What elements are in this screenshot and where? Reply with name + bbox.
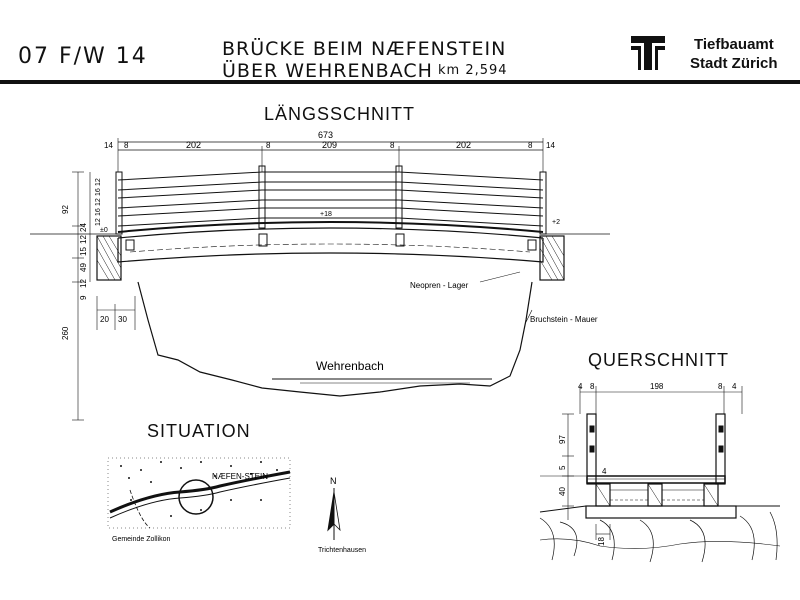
- end-value-right: 14: [546, 141, 555, 150]
- post-value-3: 8: [390, 141, 395, 150]
- querschnitt-dimensions: 4 8 198 8 4 97 5 40 4 18: [558, 382, 737, 546]
- quer-dim-198: 198: [650, 382, 664, 391]
- post-value-2: 8: [266, 141, 271, 150]
- section-title-situation: SITUATION: [147, 421, 251, 441]
- left-dimensions: 92 24 12 15 49 12 9 260: [61, 205, 88, 340]
- village-label: Trichtenhausen: [318, 547, 366, 554]
- total-span-value: 673: [318, 130, 333, 140]
- wall-label: Bruchstein - Mauer: [530, 315, 598, 324]
- bottom-dim-30: 30: [118, 315, 127, 324]
- quer-dim-97: 97: [558, 435, 567, 444]
- bottom-dim-20: 20: [100, 315, 109, 324]
- left-dim-12a: 12: [79, 235, 88, 244]
- right-level: +2: [552, 219, 560, 226]
- organization-line-2: Stadt Zürich: [690, 55, 778, 72]
- end-value-left: 14: [104, 141, 113, 150]
- quer-dim-8a: 8: [590, 382, 595, 391]
- situation-place-label: NÆFEN-STEIN: [212, 472, 268, 481]
- north-label: N: [330, 476, 337, 486]
- railing-height-4: 16: [95, 208, 102, 216]
- railing-heights: 12 16 12 16 12: [95, 178, 102, 226]
- municipality-label: Gemeinde Zollikon: [112, 536, 170, 543]
- section-title-querschnitt: QUERSCHNITT: [588, 350, 729, 370]
- post-value-1: 8: [124, 141, 129, 150]
- railing-height-1: 12: [95, 178, 102, 186]
- querschnitt-drawing: [539, 386, 781, 563]
- railing-height-5: 12: [95, 218, 102, 226]
- organization-line-1: Tiefbauamt: [694, 36, 774, 53]
- header-rule: [0, 80, 800, 84]
- situation-map: [107, 457, 341, 540]
- quer-dim-4a: 4: [578, 382, 583, 391]
- post-value-4: 8: [528, 141, 533, 150]
- kilometer-marker: km 2,594: [438, 63, 508, 78]
- left-dim-260: 260: [61, 326, 70, 340]
- left-level: ±0: [100, 227, 108, 234]
- bearing-label: Neopren - Lager: [410, 281, 469, 290]
- left-dim-9: 9: [79, 295, 88, 300]
- quer-dim-4b: 4: [732, 382, 737, 391]
- document-id: 07 F/W 14: [18, 44, 148, 69]
- left-dim-49: 49: [79, 263, 88, 272]
- railing-height-2: 16: [95, 188, 102, 196]
- mid-level: +18: [320, 211, 332, 218]
- section-title-laengsschnitt: LÄNGSSCHNITT: [264, 104, 416, 124]
- stream-label: Wehrenbach: [316, 359, 384, 373]
- left-dim-92: 92: [61, 205, 70, 214]
- quer-dim-4c: 4: [602, 467, 607, 476]
- quer-dim-5: 5: [558, 465, 567, 470]
- laengsschnitt-drawing: [30, 138, 610, 421]
- railing-height-3: 12: [95, 198, 102, 206]
- title-line-2: ÜBER WEHRENBACH: [222, 60, 433, 82]
- span-value-1: 202: [186, 140, 201, 150]
- quer-dim-8b: 8: [718, 382, 723, 391]
- title-line-1: BRÜCKE BEIM NÆFENSTEIN: [222, 38, 507, 60]
- tiefbauamt-logo-icon: [631, 36, 665, 70]
- span-value-3: 202: [456, 140, 471, 150]
- quer-dim-40: 40: [558, 487, 567, 496]
- span-value-2: 209: [322, 140, 337, 150]
- left-dim-15: 15: [79, 247, 88, 256]
- quer-dim-18: 18: [597, 537, 606, 546]
- left-dim-12b: 12: [79, 279, 88, 288]
- left-dim-24: 24: [79, 223, 88, 232]
